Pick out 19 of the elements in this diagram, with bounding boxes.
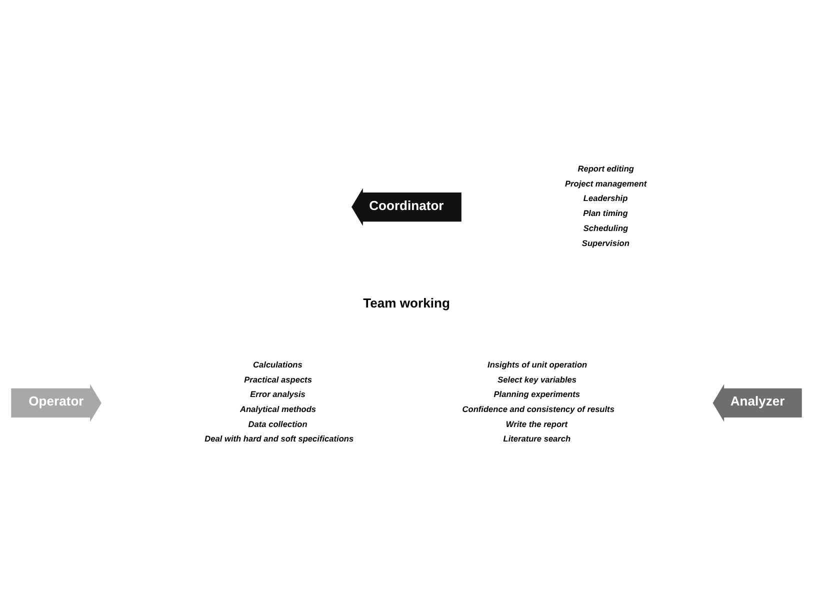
node-label: Plan timing bbox=[583, 208, 628, 218]
node-label: Error analysis bbox=[250, 388, 306, 399]
node-label: Report editing bbox=[578, 163, 634, 174]
label: Team working bbox=[363, 295, 450, 310]
node-label: Project management bbox=[565, 178, 647, 188]
node-label: Practical aspects bbox=[244, 374, 312, 384]
node-label: Select key variables bbox=[498, 374, 577, 384]
node-label: Planning experiments bbox=[494, 388, 580, 399]
node-label: Confidence and consistency of results bbox=[462, 403, 614, 414]
node-label: Scheduling bbox=[583, 222, 628, 232]
node-label: Insights of unit operation bbox=[488, 358, 588, 369]
node-label: Supervision bbox=[582, 237, 630, 248]
node-label: Leadership bbox=[583, 192, 628, 203]
node-label: Data collection bbox=[248, 418, 308, 428]
node-label: Write the report bbox=[506, 418, 568, 428]
node-label: Deal with hard and soft specifications bbox=[204, 433, 354, 444]
node-label: Calculations bbox=[253, 358, 302, 369]
node-label: Analytical methods bbox=[240, 403, 316, 414]
node-label: Literature search bbox=[503, 433, 571, 444]
